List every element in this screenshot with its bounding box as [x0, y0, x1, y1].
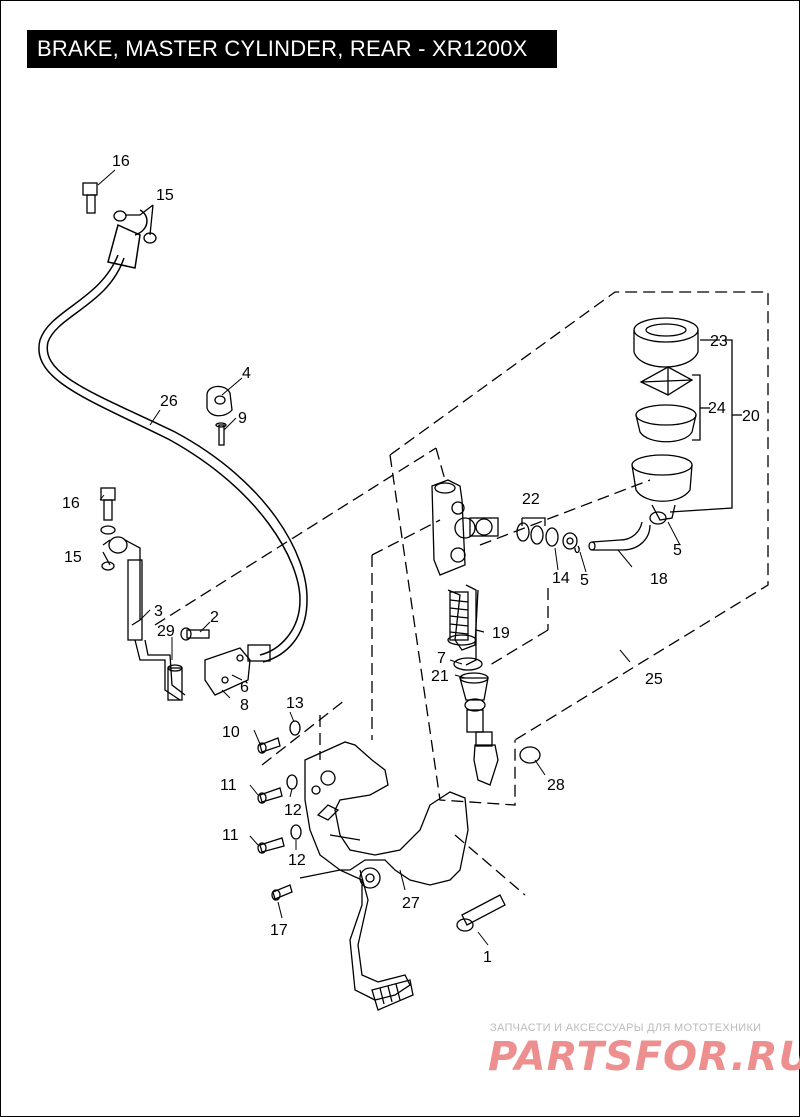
callout-13: 13	[286, 695, 304, 712]
callout-27: 27	[402, 895, 420, 912]
dashed-assembly-lines	[154, 291, 769, 896]
callout-4: 4	[242, 365, 251, 382]
callout-5-reservoir: 5	[673, 542, 682, 559]
callout-12-upper: 12	[284, 802, 302, 819]
callout-3: 3	[154, 603, 163, 620]
lower-brake-line	[100, 487, 186, 701]
callout-14: 14	[552, 570, 570, 587]
callout-16-top: 16	[112, 153, 130, 170]
callout-20: 20	[742, 408, 760, 425]
callout-12-lower: 12	[288, 852, 306, 869]
diagram-title: BRAKE, MASTER CYLINDER, REAR - XR1200X	[27, 30, 557, 68]
callout-9: 9	[238, 410, 247, 427]
callout-28: 28	[547, 777, 565, 794]
callout-15-top: 15	[156, 187, 174, 204]
callout-24: 24	[708, 400, 726, 417]
callout-25: 25	[645, 671, 663, 688]
callout-2: 2	[210, 609, 219, 626]
callout-18: 18	[650, 571, 668, 588]
callout-21: 21	[431, 668, 449, 685]
callout-5-clamp: 5	[580, 572, 589, 589]
callout-19: 19	[492, 625, 510, 642]
callout-6: 6	[240, 679, 249, 696]
callout-22: 22	[522, 491, 540, 508]
callout-1: 1	[483, 949, 492, 966]
callout-17: 17	[270, 922, 288, 939]
leader-lines	[97, 169, 681, 946]
clip-and-screw	[206, 385, 233, 446]
piston-assembly	[447, 589, 499, 786]
brake-pedal-assembly	[299, 741, 469, 1011]
callout-11-lower: 11	[222, 827, 239, 844]
callout-15-lower: 15	[64, 549, 82, 566]
callout-11-upper: 11	[220, 777, 237, 794]
pivot-bolt	[456, 894, 506, 932]
callout-26: 26	[160, 393, 178, 410]
hose-bracket	[180, 627, 271, 696]
callout-16-lower: 16	[62, 495, 80, 512]
brake-line-hose	[38, 209, 308, 663]
reservoir	[631, 317, 699, 525]
callout-29: 29	[157, 623, 175, 640]
callout-labels: 1 2 3 4 5 5 6 7 8 9 10 11 11 12 12 13 14…	[62, 153, 760, 966]
screws-and-washers	[257, 720, 541, 901]
watermark-tagline: ЗАПЧАСТИ И АКСЕССУАРЫ ДЛЯ МОТОТЕХНИКИ	[490, 1022, 762, 1034]
callout-8: 8	[240, 697, 249, 714]
callout-brackets	[102, 204, 742, 666]
callout-10: 10	[222, 724, 240, 741]
reservoir-hose	[588, 521, 651, 551]
callout-7: 7	[437, 650, 446, 667]
watermark-logo: PARTSFOR.RU	[488, 1034, 800, 1080]
callout-23: 23	[710, 333, 728, 350]
master-cylinder-body	[431, 479, 580, 576]
